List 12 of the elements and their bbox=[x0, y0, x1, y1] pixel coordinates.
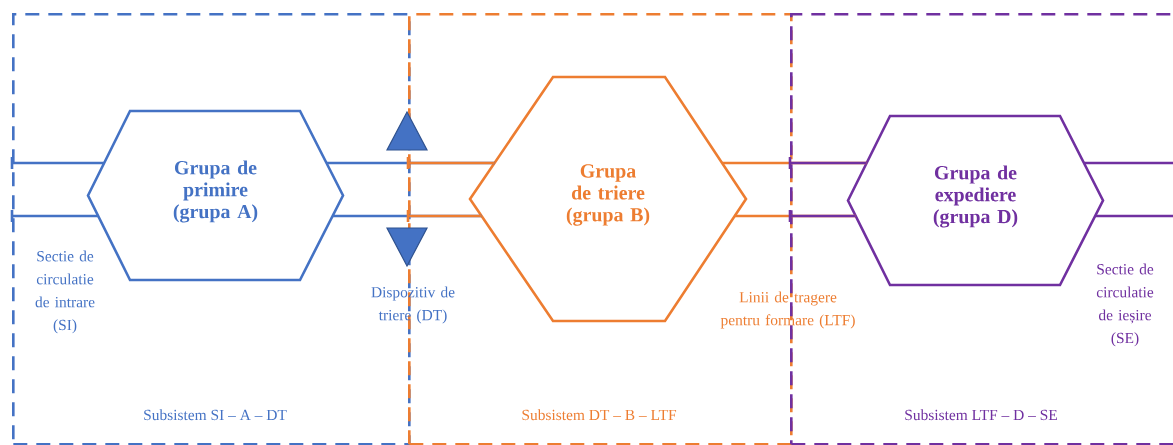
track-line bbox=[326, 157, 495, 169]
label: Dispozitiv de triere (DT) bbox=[371, 286, 455, 324]
track-line bbox=[1083, 161, 1173, 165]
label: Sectie de circulatie de ieșire (SE) bbox=[1096, 263, 1154, 347]
track-line bbox=[734, 210, 856, 222]
label: Linii de tragere pentru formare (LTF) bbox=[720, 291, 855, 329]
track-line bbox=[10, 157, 105, 169]
label: Sectie de circulatie de intrare (SI) bbox=[35, 250, 95, 334]
track-line bbox=[10, 210, 99, 222]
track-line bbox=[722, 157, 867, 169]
track-line bbox=[332, 210, 482, 222]
track-line bbox=[1095, 214, 1173, 218]
